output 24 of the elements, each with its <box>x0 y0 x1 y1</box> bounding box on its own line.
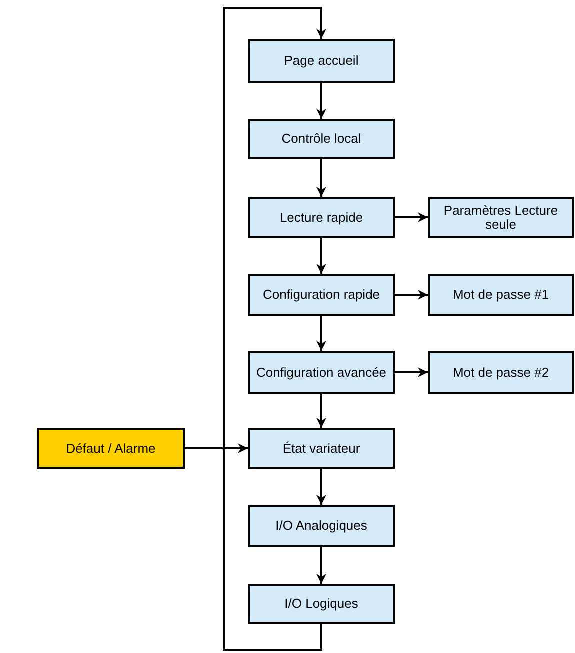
process-box: État variateur <box>248 428 395 469</box>
arrow <box>395 212 428 222</box>
process-box: Mot de passe #1 <box>428 274 574 316</box>
arrow <box>223 7 326 651</box>
arrow <box>316 238 326 274</box>
arrow <box>185 444 248 454</box>
arrow <box>316 469 326 505</box>
process-box: Configuration avancée <box>248 351 395 394</box>
arrow <box>316 316 326 351</box>
process-box: Mot de passe #2 <box>428 351 574 394</box>
process-box: Configuration rapide <box>248 274 395 316</box>
process-box: Paramètres Lecture seule <box>428 197 574 238</box>
arrow <box>316 394 326 428</box>
arrow <box>316 83 326 119</box>
process-box: Lecture rapide <box>248 197 395 238</box>
process-box: Page accueil <box>248 39 395 83</box>
arrow <box>395 368 428 378</box>
process-box: I/O Logiques <box>248 584 395 624</box>
alarm-box: Défaut / Alarme <box>37 428 185 469</box>
process-box: I/O Analogiques <box>248 505 395 547</box>
arrow <box>316 547 326 584</box>
arrow <box>316 159 326 197</box>
process-box: Contrôle local <box>248 119 395 159</box>
arrow <box>395 290 428 300</box>
